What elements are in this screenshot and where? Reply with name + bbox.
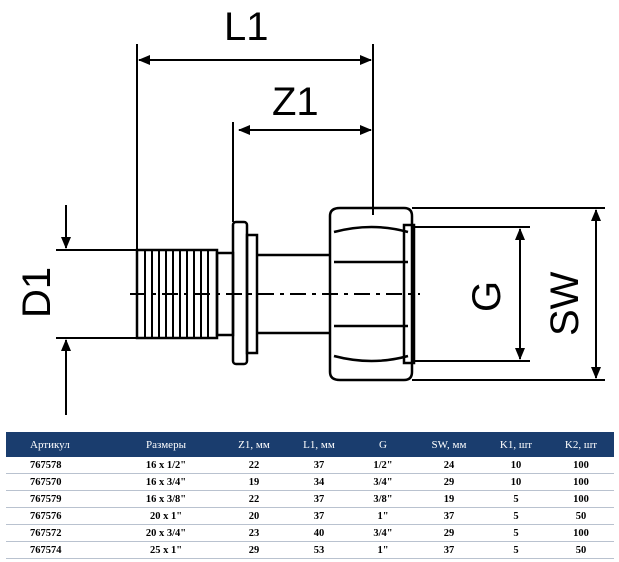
- table-cell: 37: [286, 490, 352, 508]
- table-cell: 20: [222, 507, 286, 525]
- column-header: G: [352, 432, 414, 457]
- dimension-g: [414, 226, 530, 362]
- table-cell: 100: [548, 473, 614, 491]
- dimension-l1: [136, 44, 374, 250]
- table-cell: 22: [222, 457, 286, 474]
- table-cell: 29: [414, 473, 484, 491]
- table-cell: 53: [286, 541, 352, 559]
- table-cell: 25 x 1": [110, 541, 222, 559]
- table-cell: 767578: [6, 457, 110, 474]
- threaded-press-end: [135, 248, 219, 340]
- table-cell: 19: [222, 473, 286, 491]
- table-header-row: Артикул Размеры Z1, мм L1, мм G SW, мм K…: [6, 432, 614, 457]
- table-cell: 50: [548, 541, 614, 559]
- column-header: Артикул: [6, 432, 110, 457]
- table-cell: 5: [484, 541, 548, 559]
- table-cell: 20 x 3/4": [110, 524, 222, 542]
- table-cell: 16 x 3/4": [110, 473, 222, 491]
- label-l1: L1: [224, 5, 269, 49]
- spec-table: Артикул Размеры Z1, мм L1, мм G SW, мм K…: [6, 432, 614, 559]
- label-d1: D1: [15, 267, 59, 318]
- table-cell: 767576: [6, 507, 110, 525]
- table-cell: 37: [286, 457, 352, 474]
- table-cell: 40: [286, 524, 352, 542]
- label-g: G: [465, 281, 509, 312]
- body-collar: [215, 220, 330, 366]
- table-cell: 10: [484, 457, 548, 474]
- table-cell: 29: [414, 524, 484, 542]
- table-cell: 50: [548, 507, 614, 525]
- table-cell: 5: [484, 524, 548, 542]
- table-cell: 24: [414, 457, 484, 474]
- column-header: Z1, мм: [222, 432, 286, 457]
- label-z1: Z1: [272, 80, 319, 124]
- table-row: 767578 16 x 1/2" 22 37 1/2" 24 10 100: [6, 457, 614, 474]
- table-cell: 16 x 3/8": [110, 490, 222, 508]
- column-header: L1, мм: [286, 432, 352, 457]
- table-cell: 767579: [6, 490, 110, 508]
- dimension-d1: [56, 205, 137, 415]
- table-cell: 3/4": [352, 473, 414, 491]
- table-cell: 10: [484, 473, 548, 491]
- table-cell: 37: [286, 507, 352, 525]
- dimension-sw: [412, 207, 605, 381]
- column-header: K1, шт: [484, 432, 548, 457]
- hex-union-nut: [328, 206, 416, 382]
- table-row: 767574 25 x 1" 29 53 1" 37 5 50: [6, 541, 614, 559]
- table-cell: 22: [222, 490, 286, 508]
- table-cell: 19: [414, 490, 484, 508]
- table-cell: 100: [548, 457, 614, 474]
- table-cell: 5: [484, 507, 548, 525]
- table-cell: 100: [548, 524, 614, 542]
- table-cell: 16 x 1/2": [110, 457, 222, 474]
- table-cell: 1": [352, 507, 414, 525]
- table-cell: 767572: [6, 524, 110, 542]
- table-cell: 100: [548, 490, 614, 508]
- column-header: SW, мм: [414, 432, 484, 457]
- table-cell: 34: [286, 473, 352, 491]
- table-cell: 3/4": [352, 524, 414, 542]
- table-cell: 23: [222, 524, 286, 542]
- table-cell: 767570: [6, 473, 110, 491]
- table-cell: 1/2": [352, 457, 414, 474]
- table-cell: 5: [484, 490, 548, 508]
- column-header: K2, шт: [548, 432, 614, 457]
- dimension-z1: [232, 122, 372, 222]
- table-cell: 20 x 1": [110, 507, 222, 525]
- table-row: 767579 16 x 3/8" 22 37 3/8" 19 5 100: [6, 490, 614, 508]
- table-cell: 29: [222, 541, 286, 559]
- table-cell: 767574: [6, 541, 110, 559]
- table-cell: 37: [414, 541, 484, 559]
- table-cell: 3/8": [352, 490, 414, 508]
- table-row: 767572 20 x 3/4" 23 40 3/4" 29 5 100: [6, 524, 614, 542]
- column-header: Размеры: [110, 432, 222, 457]
- label-sw: SW: [543, 271, 587, 336]
- table-cell: 1": [352, 541, 414, 559]
- table-row: 767570 16 x 3/4" 19 34 3/4" 29 10 100: [6, 473, 614, 491]
- table-row: 767576 20 x 1" 20 37 1" 37 5 50: [6, 507, 614, 525]
- fitting-technical-drawing: L1 Z1 D1 G SW: [15, 5, 605, 415]
- table-cell: 37: [414, 507, 484, 525]
